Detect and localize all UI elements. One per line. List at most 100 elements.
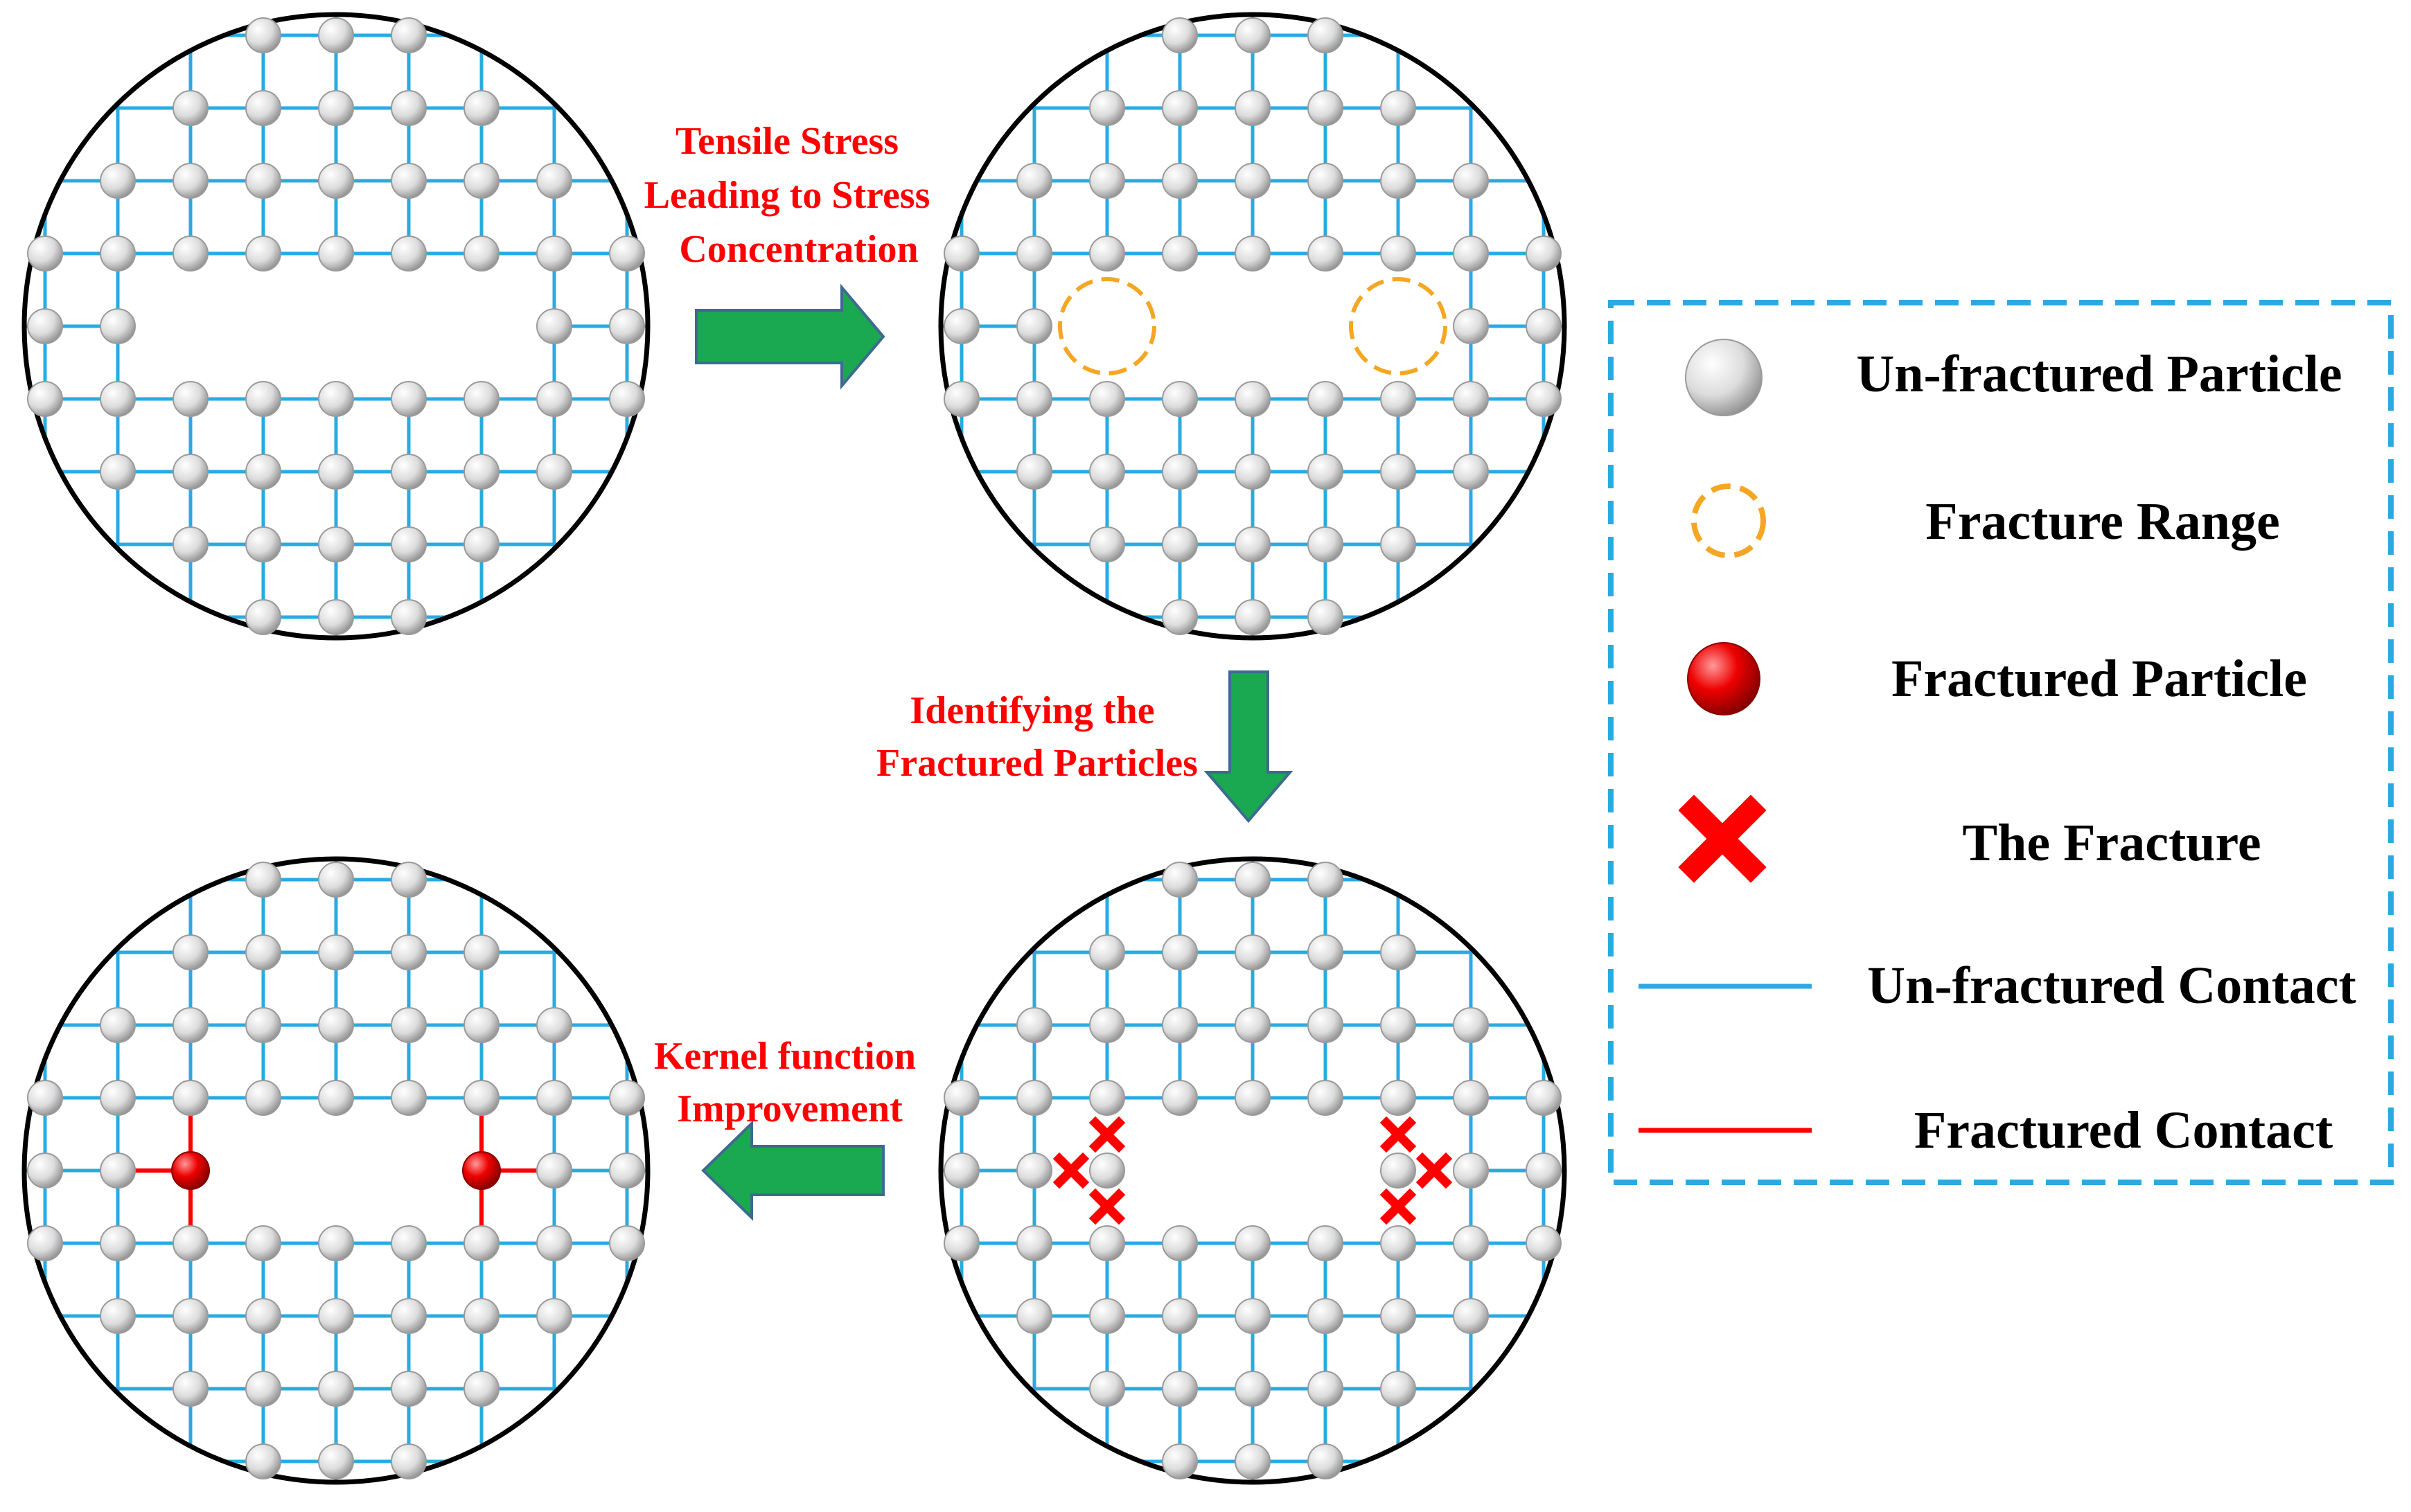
particle (1089, 1225, 1125, 1261)
particle (1307, 1225, 1343, 1261)
particle (944, 1153, 980, 1189)
particle (245, 1443, 281, 1479)
fracture-range-marker (1058, 277, 1156, 375)
particle (100, 163, 136, 199)
particle (27, 308, 63, 344)
particle (1089, 235, 1125, 272)
particle (536, 163, 572, 199)
particle (1089, 1080, 1125, 1116)
particle (27, 381, 63, 417)
particle (1235, 235, 1271, 272)
legend-label-fracture-range: Fracture Range (1925, 492, 2279, 551)
particle (27, 235, 63, 272)
particle (1235, 163, 1271, 199)
particle (318, 163, 354, 199)
particle (245, 862, 281, 898)
fracture-range-icon (1691, 483, 1766, 558)
particle (1380, 454, 1416, 490)
particle (27, 1080, 63, 1116)
particle (463, 163, 500, 199)
particle (463, 381, 500, 417)
particle (1380, 90, 1416, 126)
particle (1307, 526, 1343, 562)
particle (1235, 862, 1271, 898)
particle (245, 1371, 281, 1407)
particle (1453, 235, 1489, 272)
fracture-mark (1415, 1152, 1453, 1189)
particle (1453, 1153, 1489, 1189)
particle (1162, 1371, 1198, 1407)
particle (1307, 934, 1343, 970)
particle (318, 862, 354, 898)
particle (1089, 454, 1125, 490)
particle (1162, 381, 1198, 417)
particle (1235, 599, 1271, 635)
particle (1380, 235, 1416, 272)
step-label-identify: Identifying the Fractured Particles (876, 689, 1198, 785)
particle (391, 1443, 427, 1479)
particle (1380, 526, 1416, 562)
step-label-kernel: Kernel function Improvement (654, 1035, 926, 1130)
particle (463, 1080, 500, 1116)
particle (944, 1225, 980, 1261)
particle (100, 1225, 136, 1261)
particle (1089, 1153, 1125, 1189)
particle (318, 1443, 354, 1479)
particle (1380, 1371, 1416, 1407)
particle (1235, 1007, 1271, 1043)
particle (463, 934, 500, 970)
boundary-circle (21, 12, 651, 641)
particle (536, 1007, 572, 1043)
particle (1162, 1225, 1198, 1261)
particle (463, 1371, 500, 1407)
particle (1380, 163, 1416, 199)
fracture-mark (1379, 1116, 1417, 1153)
particle (1453, 308, 1489, 344)
particle (1380, 1007, 1416, 1043)
particle (391, 381, 427, 417)
particle (609, 1153, 645, 1189)
particle (463, 526, 500, 562)
particle (1089, 526, 1125, 562)
particle (27, 1225, 63, 1261)
particle (100, 1153, 136, 1189)
particle (1089, 934, 1125, 970)
particle (318, 1080, 354, 1116)
particle (944, 235, 980, 272)
particle (1307, 1443, 1343, 1479)
particle (1235, 1371, 1271, 1407)
particle (463, 1007, 500, 1043)
particle (100, 381, 136, 417)
fracture-mark (1088, 1116, 1126, 1153)
particle (1453, 381, 1489, 417)
particle (391, 526, 427, 562)
particle (1526, 1225, 1562, 1261)
particle (1089, 90, 1125, 126)
particle (463, 90, 500, 126)
particle (173, 1371, 209, 1407)
particle (245, 90, 281, 126)
legend-label-fractured-contact: Fractured Contact (1914, 1101, 2333, 1159)
particle (609, 235, 645, 272)
particle (391, 163, 427, 199)
particle (318, 17, 354, 53)
legend-border (1608, 300, 2394, 1185)
particle (391, 862, 427, 898)
particle (100, 454, 136, 490)
particle (1162, 90, 1198, 126)
particle (944, 381, 980, 417)
particle (173, 90, 209, 126)
particle (536, 1298, 572, 1334)
particle (27, 1153, 63, 1189)
particle (1235, 1080, 1271, 1116)
particle (1307, 381, 1343, 417)
boundary-circle (21, 856, 651, 1485)
particle (1235, 90, 1271, 126)
particle (318, 454, 354, 490)
particle (1162, 599, 1198, 635)
particle (1016, 235, 1052, 272)
particle (1089, 1298, 1125, 1334)
particle (1380, 1153, 1416, 1189)
particle (245, 1007, 281, 1043)
